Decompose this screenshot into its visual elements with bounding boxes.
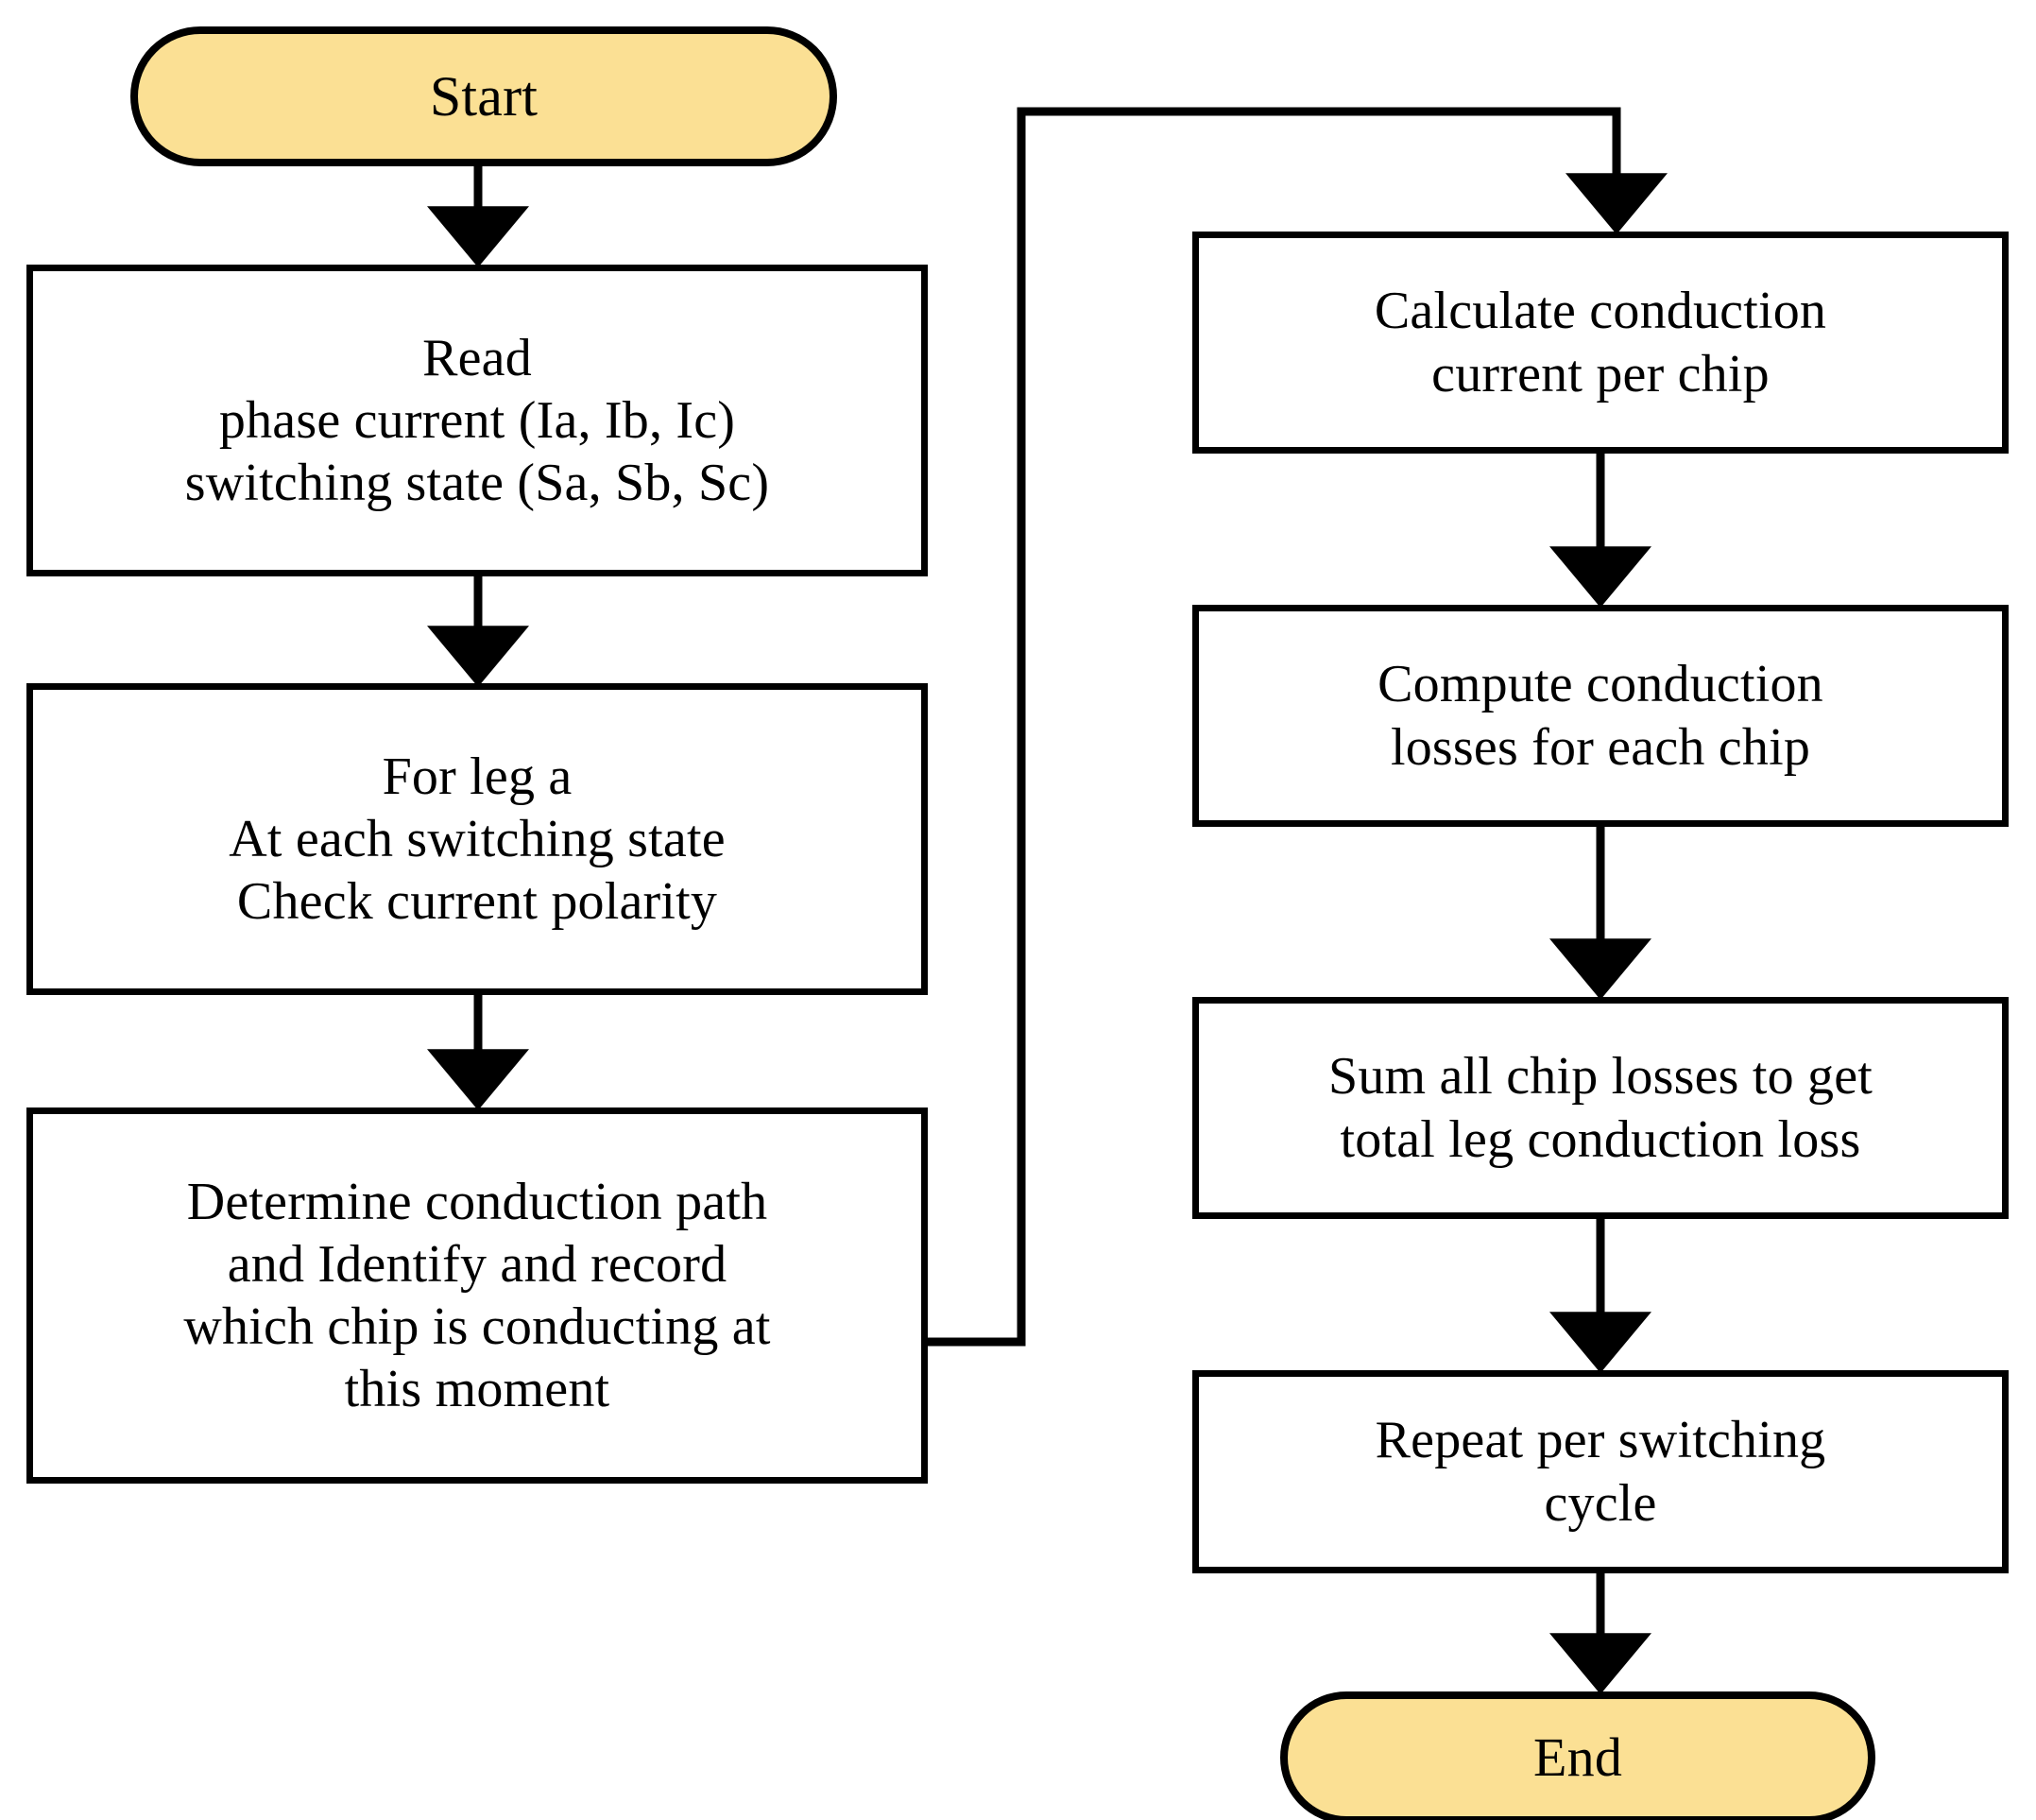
node-for-leg-a[interactable]: For leg a At each switching state Check … [26,683,928,995]
node-sum-chip-losses[interactable]: Sum all chip losses to get total leg con… [1192,997,2009,1219]
node-start-label: Start [429,64,539,128]
node-end-label: End [1532,1726,1623,1788]
node-for-leg-a-label: For leg a At each switching state Check … [229,747,726,932]
node-repeat-per-switching-cycle[interactable]: Repeat per switching cycle [1192,1370,2009,1573]
node-sum-chip-losses-label: Sum all chip losses to get total leg con… [1327,1047,1873,1169]
node-calculate-conduction-current-label: Calculate conduction current per chip [1374,282,1827,403]
node-read-label: Read phase current (Ia, Ib, Ic) switchin… [184,328,770,513]
node-calculate-conduction-current[interactable]: Calculate conduction current per chip [1192,232,2009,454]
node-repeat-per-switching-cycle-label: Repeat per switching cycle [1375,1411,1826,1533]
node-end[interactable]: End [1280,1691,1875,1820]
node-determine-conduction-path[interactable]: Determine conduction path and Identify a… [26,1107,928,1484]
node-compute-conduction-losses[interactable]: Compute conduction losses for each chip [1192,605,2009,827]
node-read[interactable]: Read phase current (Ia, Ib, Ic) switchin… [26,265,928,576]
node-compute-conduction-losses-label: Compute conduction losses for each chip [1377,655,1823,777]
node-start[interactable]: Start [130,26,837,166]
node-determine-conduction-path-label: Determine conduction path and Identify a… [183,1172,771,1419]
